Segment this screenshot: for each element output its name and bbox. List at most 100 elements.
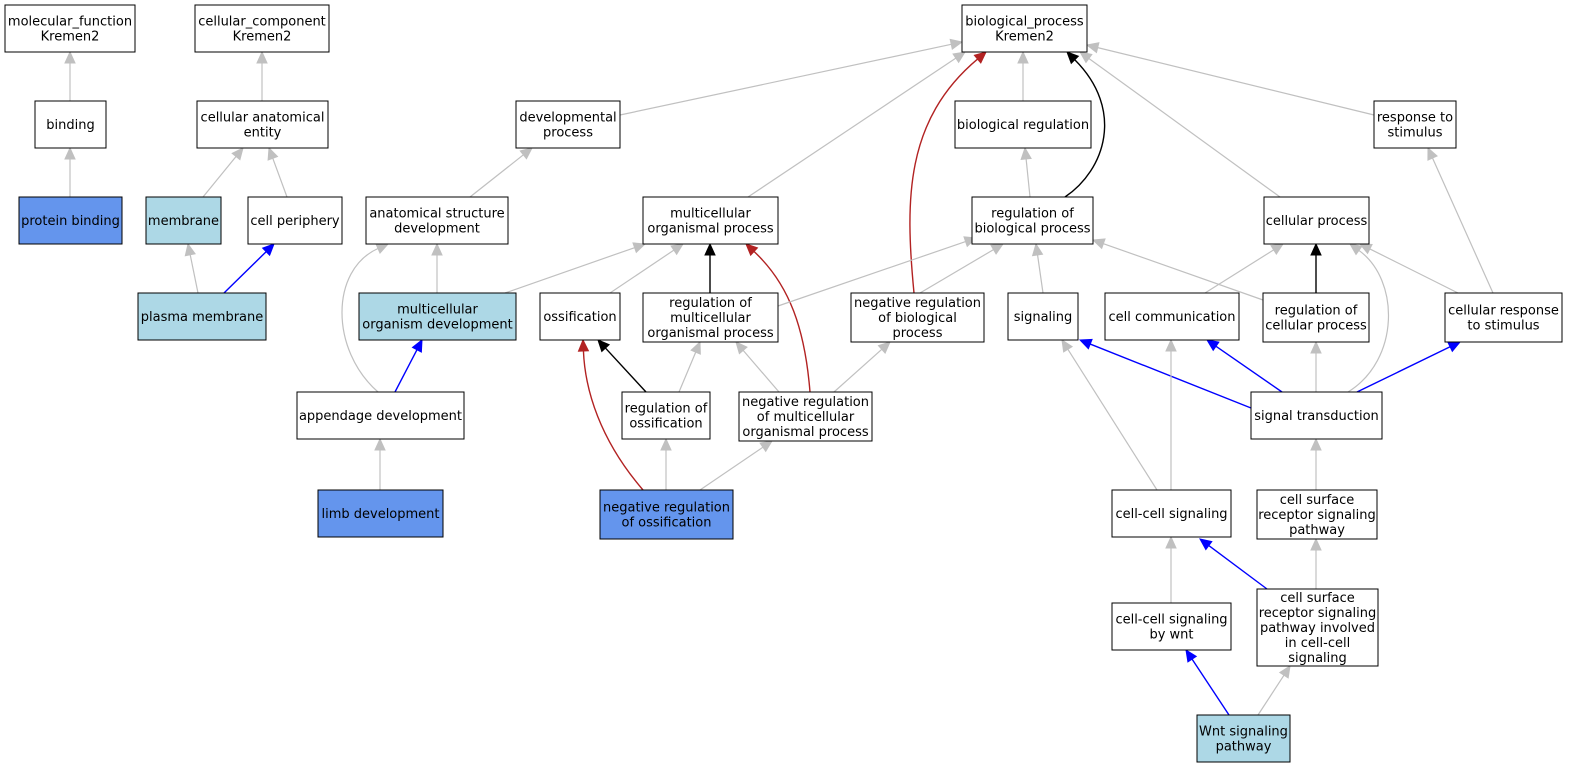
node-box	[971, 196, 1094, 245]
node-cellproc[interactable]: cellular process	[1263, 196, 1370, 245]
edge-nrbp-to-rbp	[919, 243, 1005, 294]
edge-line	[582, 350, 644, 491]
arrowhead	[990, 243, 1005, 255]
node-appdev[interactable]: appendage development	[296, 391, 465, 440]
edge-membrane-to-cae	[202, 147, 244, 198]
arrowhead	[735, 341, 748, 355]
arrowhead	[577, 338, 590, 352]
edge-crs-to-cellproc	[1358, 243, 1459, 294]
arrowhead	[632, 242, 647, 254]
node-cellcomm[interactable]: cell communication	[1104, 292, 1240, 341]
edge-line	[747, 57, 957, 198]
node-label: development	[394, 222, 480, 237]
node-label: process	[893, 326, 943, 341]
edge-line	[1067, 348, 1158, 491]
node-signaling[interactable]: signaling	[1007, 292, 1079, 341]
arrowhead	[745, 243, 759, 257]
edge-line	[1347, 249, 1389, 393]
node-label: multicellular	[670, 207, 751, 222]
node-label: cellular process	[1265, 319, 1367, 334]
node-box	[1104, 292, 1240, 341]
edge-signaling-to-rbp	[1031, 242, 1044, 294]
node-label: organism development	[362, 318, 512, 333]
arrowhead	[1427, 146, 1438, 161]
edge-mod-to-mop	[504, 242, 647, 294]
node-membrane[interactable]: membrane	[145, 196, 222, 245]
node-box	[599, 489, 734, 540]
node-label: cell-cell signaling	[1115, 507, 1227, 522]
edge-line	[833, 348, 883, 393]
arrowhead	[374, 437, 386, 451]
node-label: appendage development	[299, 409, 462, 424]
edge-rbp-to-bp	[1064, 51, 1106, 198]
node-box	[137, 292, 267, 341]
node-bioreg[interactable]: biological regulation	[954, 100, 1092, 149]
edge-plasmamem-to-membrane	[184, 242, 199, 294]
node-sigtrans[interactable]: signal transduction	[1250, 391, 1383, 440]
node-label: signal transduction	[1254, 409, 1379, 424]
arrowhead	[952, 51, 967, 64]
node-label: developmental	[519, 111, 616, 126]
edge-line	[1204, 249, 1275, 294]
node-protbind[interactable]: protein binding	[18, 196, 123, 245]
edge-rossif-to-ossif	[597, 339, 647, 393]
edge-layer	[64, 38, 1494, 716]
node-label: regulation of	[1275, 304, 1358, 319]
node-box	[365, 196, 509, 245]
node-label: cell periphery	[250, 214, 340, 229]
node-ossif[interactable]: ossification	[539, 292, 621, 341]
edge-nrossif-to-rossif	[660, 437, 672, 490]
node-label: Wnt signaling	[1199, 725, 1288, 740]
arrowhead	[64, 50, 76, 64]
node-box	[738, 391, 873, 442]
node-binding[interactable]: binding	[34, 100, 107, 149]
node-ccsig[interactable]: cell-cell signaling	[1111, 489, 1232, 538]
node-box	[1007, 292, 1079, 341]
edge-plasmamem-to-cellper	[223, 243, 275, 294]
node-label: response to	[1377, 111, 1453, 126]
arrowhead	[375, 243, 390, 254]
node-plasmamem[interactable]: plasma membrane	[137, 292, 267, 341]
edge-wnt-to-csrspcc	[1257, 664, 1291, 716]
edge-line	[1257, 674, 1285, 716]
arrowhead	[1165, 535, 1177, 549]
edge-binding-to-mf	[64, 50, 76, 101]
node-cellper[interactable]: cell periphery	[247, 196, 343, 245]
edge-cellper-to-cae	[267, 146, 288, 198]
node-box	[642, 196, 779, 245]
edge-sigtrans-to-signaling	[1078, 338, 1252, 409]
edge-line	[1431, 157, 1494, 294]
edge-ccswnt-to-ccsig	[1165, 535, 1177, 603]
edge-sigtrans-to-cellcomm	[1206, 339, 1283, 393]
node-box	[194, 4, 330, 53]
arrowhead	[1270, 243, 1285, 256]
node-limbdev[interactable]: limb development	[317, 489, 444, 538]
edge-line	[1208, 545, 1268, 590]
node-label: pathway	[1216, 740, 1272, 755]
edge-line	[678, 351, 697, 393]
arrowhead	[759, 440, 773, 453]
node-label: by wnt	[1149, 628, 1193, 643]
arrowhead	[231, 147, 244, 161]
